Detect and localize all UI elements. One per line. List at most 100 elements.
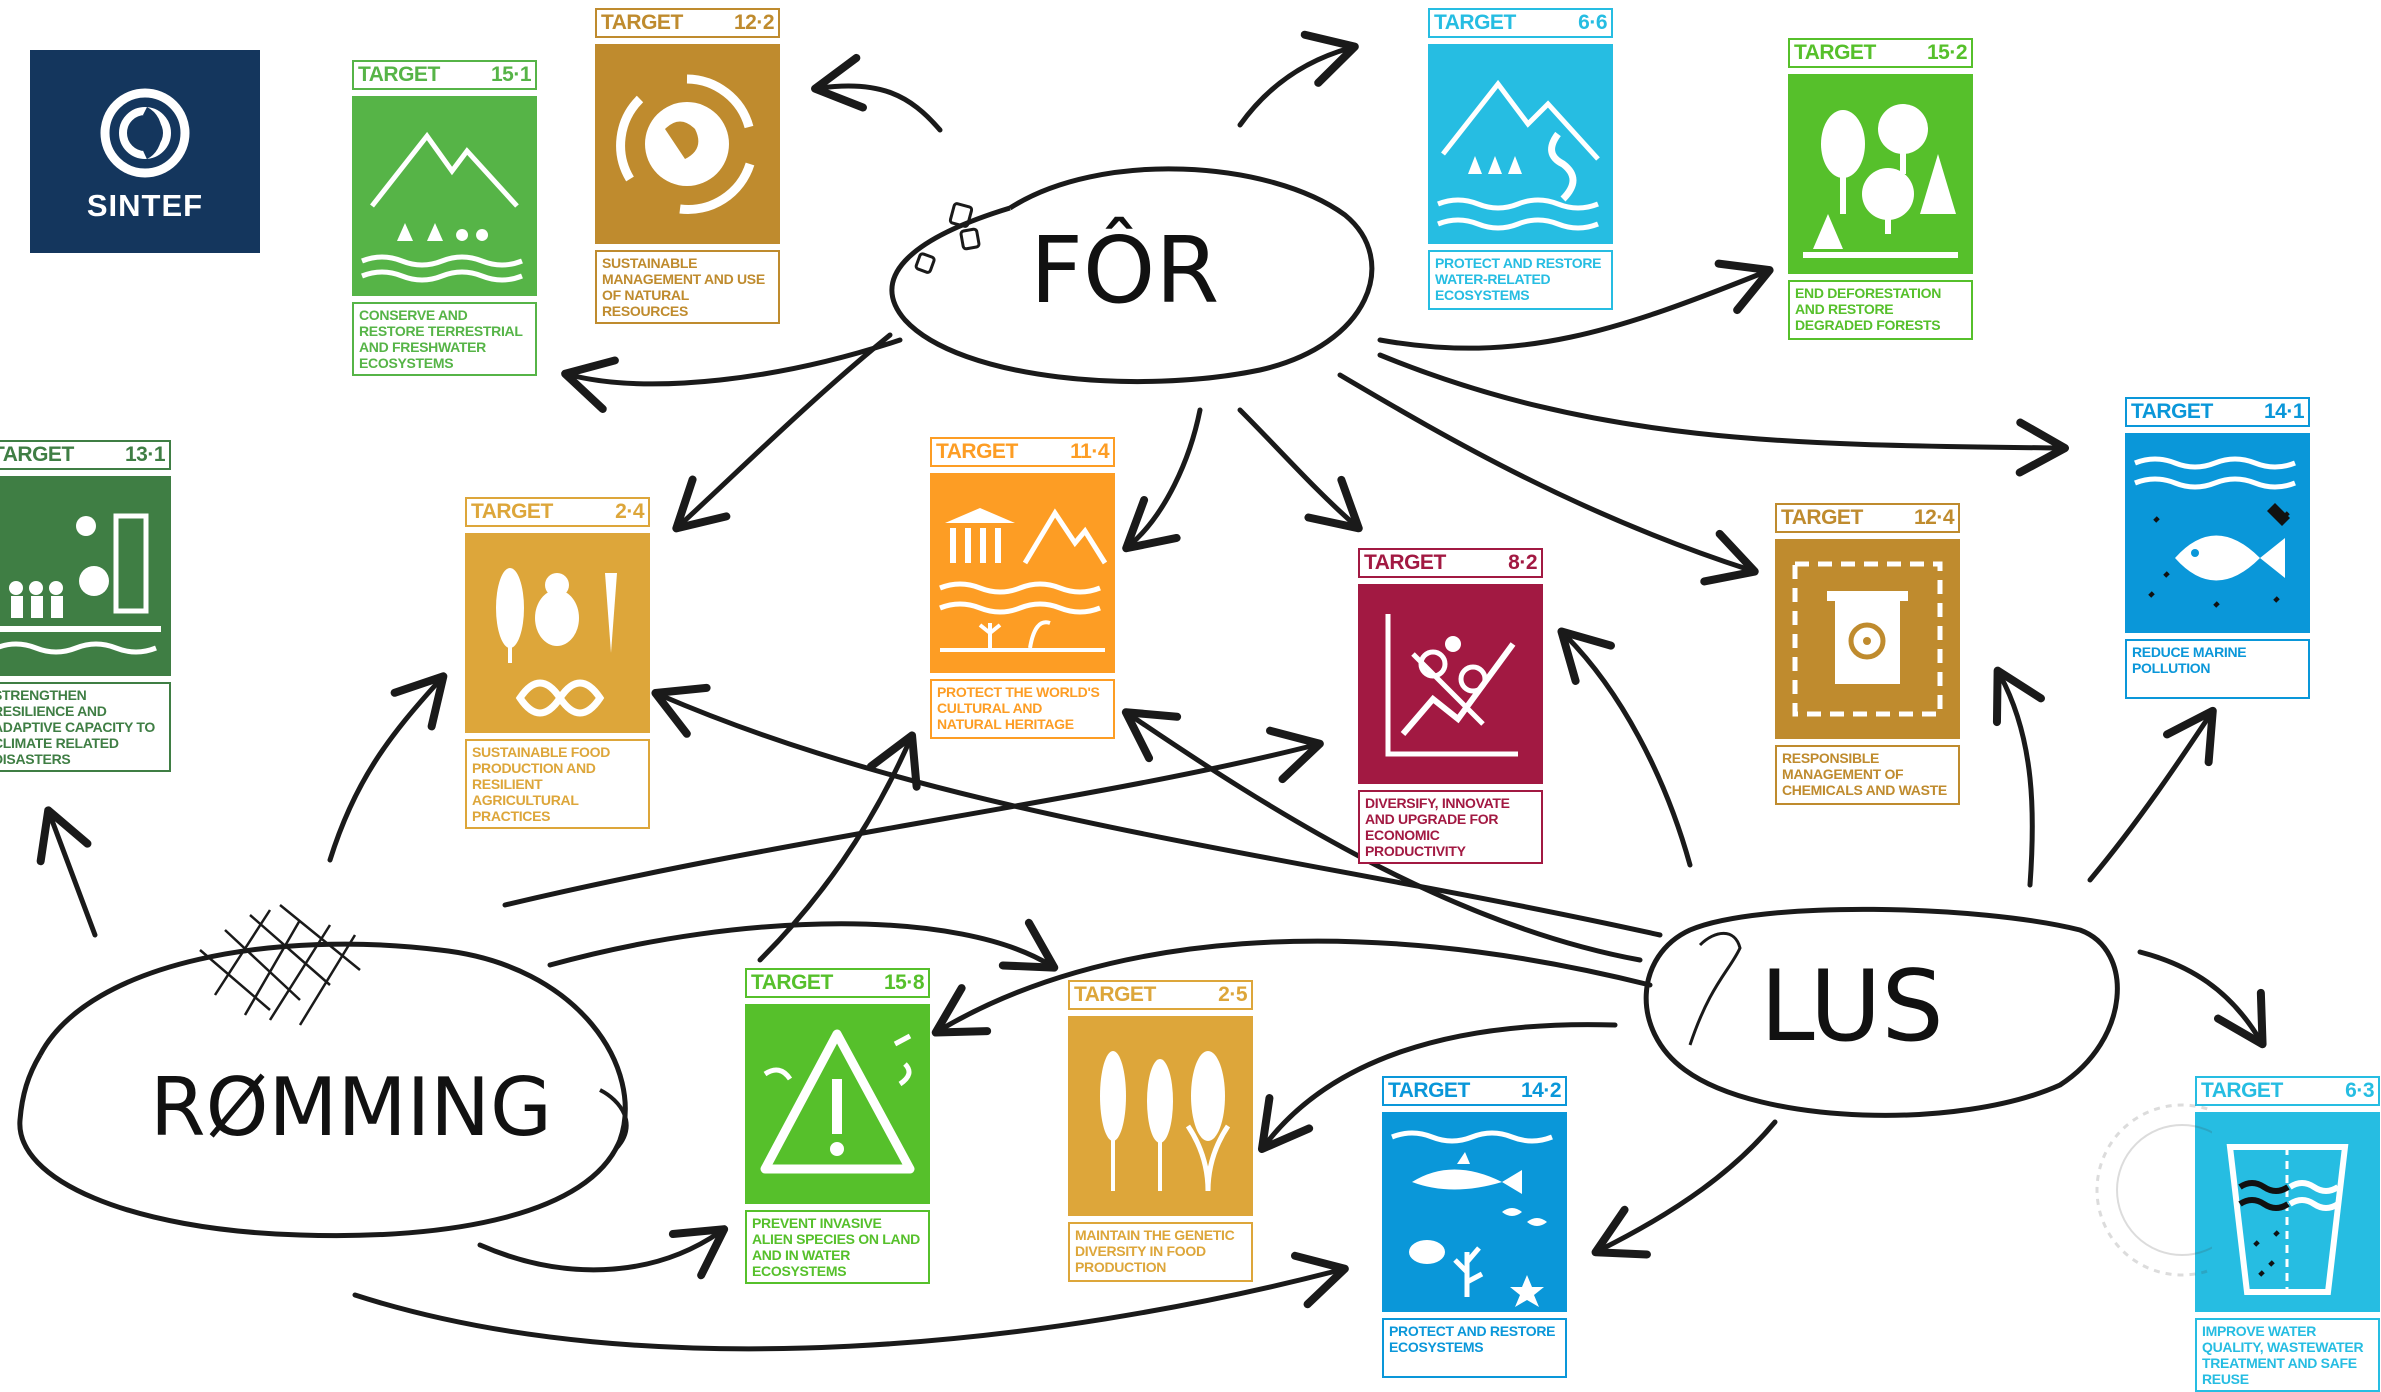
edge-for-t15-2	[1377, 259, 1774, 351]
invasive-species-icon	[745, 1004, 930, 1204]
edge-for-t12-4	[1337, 372, 1759, 586]
edge-lus-t8-2	[1557, 627, 1693, 868]
mountain-river-icon	[1428, 44, 1613, 244]
edge-lus-t2-4	[651, 683, 1663, 938]
card-number: 6·3	[2345, 1079, 2374, 1102]
card-number: 14·2	[1520, 1079, 1562, 1102]
card-number: 2·5	[1218, 983, 1247, 1006]
crop-diversity-icon	[1068, 1016, 1253, 1216]
edge-romming-t15-8	[477, 1225, 729, 1280]
card-art	[1068, 1016, 1253, 1216]
card-art	[1382, 1112, 1567, 1312]
card-target-label: TARGET	[1434, 11, 1516, 34]
target-card-15-2: TARGET 15·2 END DEFORESTATION AND RESTORE…	[1788, 38, 1973, 340]
card-description: STRENGTHEN RESILIENCE AND ADAPTIVE CAPAC…	[0, 682, 171, 772]
edge-lus-t15-8	[931, 938, 1653, 1037]
target-card-6-6: TARGET 6·6 PROTECT AND RESTORE WATER-RELA…	[1428, 8, 1613, 310]
card-target-label: TARGET	[1794, 41, 1876, 64]
edge-for-t12-2	[811, 53, 943, 133]
water-glass-icon	[2195, 1112, 2380, 1312]
recycle-globe-icon	[595, 44, 780, 244]
card-number: 8·2	[1508, 551, 1537, 574]
faint-stamp	[2095, 1103, 2212, 1277]
card-art	[352, 96, 537, 296]
net-icon	[199, 904, 361, 1026]
card-description: DIVERSIFY, INNOVATE AND UPGRADE FOR ECON…	[1358, 790, 1543, 864]
card-description: MAINTAIN THE GENETIC DIVERSITY IN FOOD P…	[1068, 1222, 1253, 1282]
card-art	[1428, 44, 1613, 244]
node-for: FÔR	[889, 166, 1375, 385]
food-production-icon	[465, 533, 650, 733]
edge-lus-t14-2	[1591, 1119, 1778, 1259]
card-art	[0, 476, 171, 676]
card-art	[930, 473, 1115, 673]
edge-lus-t2-5	[1257, 1022, 1618, 1153]
card-number: 6·6	[1578, 11, 1607, 34]
card-number: 15·1	[490, 63, 532, 86]
card-number: 11·4	[1070, 440, 1109, 463]
sintef-logo: SINTEF	[30, 50, 260, 253]
card-target-label: TARGET	[2131, 400, 2213, 423]
card-number: 12·2	[733, 11, 775, 34]
card-description: PREVENT INVASIVE ALIEN SPECIES ON LAND A…	[745, 1210, 930, 1284]
forest-icon	[1788, 74, 1973, 274]
card-art	[2195, 1112, 2380, 1312]
card-target-label: TARGET	[936, 440, 1018, 463]
card-target-label: TARGET	[1388, 1079, 1470, 1102]
card-header: TARGET 6·6	[1428, 8, 1613, 38]
card-description: END DEFORESTATION AND RESTORE DEGRADED F…	[1788, 280, 1973, 340]
card-art	[745, 1004, 930, 1204]
edge-romming-t2-4	[327, 672, 448, 863]
node-lus-label: LUS	[1760, 950, 1944, 1064]
mountain-people-icon	[352, 96, 537, 296]
card-target-label: TARGET	[358, 63, 440, 86]
card-header: TARGET 14·2	[1382, 1076, 1567, 1106]
card-number: 2·4	[615, 500, 644, 523]
edge-lus-t6-3	[2137, 949, 2267, 1049]
card-description: IMPROVE WATER QUALITY, WASTEWATER TREATM…	[2195, 1318, 2380, 1392]
edge-for-t14-1	[1377, 352, 2069, 477]
marine-life-icon	[1382, 1112, 1567, 1312]
card-header: TARGET 15·2	[1788, 38, 1973, 68]
card-header: TARGET 14·1	[2125, 397, 2310, 427]
card-art	[2125, 433, 2310, 633]
edge-for-t11-4	[1122, 407, 1203, 553]
edge-romming-t14-2	[352, 1251, 1349, 1352]
sintef-wordmark: SINTEF	[86, 188, 204, 223]
edge-romming-t13-1	[36, 806, 98, 938]
hazardous-waste-icon	[1775, 539, 1960, 739]
card-number: 14·1	[2263, 400, 2305, 423]
innovation-growth-icon	[1358, 584, 1543, 784]
card-description: PROTECT THE WORLD'S CULTURAL AND NATURAL…	[930, 679, 1115, 739]
card-number: 15·2	[1926, 41, 1968, 64]
card-number: 15·8	[883, 971, 925, 994]
fish-pollution-icon	[2125, 433, 2310, 633]
edge-for-t15-1	[561, 337, 903, 413]
card-description: PROTECT AND RESTORE WATER-RELATED ECOSYS…	[1428, 250, 1613, 310]
edge-for-t8-2	[1237, 407, 1363, 533]
node-romming: RØMMING	[17, 904, 629, 1239]
card-number: 12·4	[1913, 506, 1955, 529]
card-target-label: TARGET	[601, 11, 683, 34]
card-art	[465, 533, 650, 733]
card-header: TARGET 15·1	[352, 60, 537, 90]
edge-for-t2-4	[672, 332, 893, 533]
target-card-11-4: TARGET 11·4 PROTECT THE WORLD'S CULTURAL …	[930, 437, 1115, 739]
node-for-label: FÔR	[1030, 215, 1219, 324]
climate-resilience-icon	[0, 476, 171, 676]
